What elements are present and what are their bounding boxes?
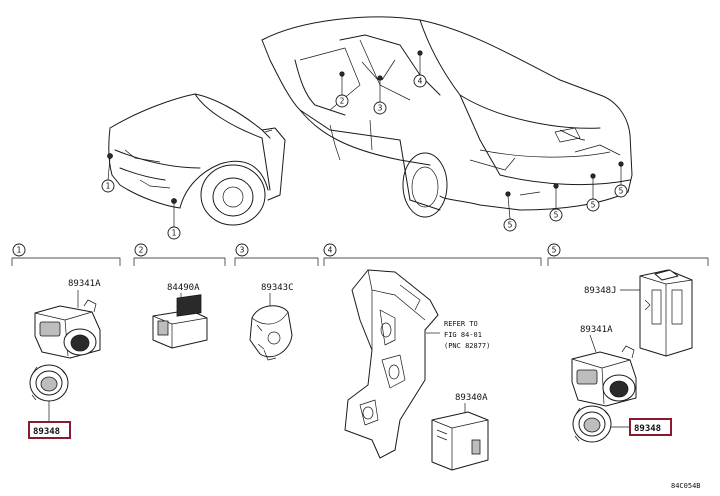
callout-5-d: 5	[619, 187, 624, 196]
diagram-code: 84C054B	[671, 482, 701, 490]
switch-illustration	[152, 294, 208, 349]
callout-5-a: 5	[508, 221, 513, 230]
section-4-number: 4	[328, 246, 333, 255]
label-89348-s1: 89348	[33, 427, 60, 437]
callout-5-b: 5	[554, 211, 559, 220]
label-84490A: 84490A	[167, 283, 200, 293]
car-callouts: 1 1 2 3 4 5 5 5 5	[101, 74, 628, 240]
label-89348-s5: 89348	[634, 424, 661, 434]
rear-car-illustration	[261, 16, 633, 220]
section-5-number: 5	[552, 246, 557, 255]
label-89340A: 89340A	[455, 393, 488, 403]
front-car-illustration	[107, 93, 286, 227]
section-2-parts: 84490A	[152, 283, 208, 349]
refer-note-line-2: FIG 84-01	[444, 331, 482, 339]
sensor-holder-illustration	[639, 269, 693, 357]
highlight-box-89348-s1	[28, 421, 71, 439]
section-4-parts: REFER TO FIG 84-01 (PNC 82877) 89340A	[344, 269, 490, 471]
section-5-parts: 89348J 89341A 8	[571, 269, 693, 443]
ecu-box-illustration	[431, 411, 489, 471]
section-headers: 1 2 3 4 5	[11, 243, 709, 266]
refer-note-line-3: (PNC 82877)	[444, 342, 490, 350]
callout-2: 2	[340, 97, 345, 106]
label-89343C: 89343C	[261, 283, 294, 293]
section-3-number: 3	[240, 246, 245, 255]
sensor-retainer-s5-illustration	[572, 405, 612, 443]
section-1-parts: 89341A 89348	[28, 279, 101, 439]
callout-1-front-left: 1	[106, 182, 111, 191]
parking-sensor-s5-illustration	[571, 345, 637, 407]
callout-1-front-bottom: 1	[172, 229, 177, 238]
label-89348J: 89348J	[584, 286, 617, 296]
highlight-box-89348-s5	[629, 418, 672, 436]
callout-4: 4	[418, 77, 423, 86]
section-2-number: 2	[139, 246, 144, 255]
callout-5-c: 5	[591, 201, 596, 210]
parking-sensor-illustration	[34, 299, 101, 359]
section-1-number: 1	[17, 246, 22, 255]
section-3-parts: 89343C	[249, 283, 294, 361]
refer-note-line-1: REFER TO	[444, 320, 478, 328]
sensor-retainer-illustration	[29, 364, 69, 402]
label-89341A-s5: 89341A	[580, 325, 613, 335]
bracket-illustration	[344, 269, 439, 459]
callout-3: 3	[378, 104, 383, 113]
control-module-illustration	[249, 305, 293, 361]
label-89341A-s1: 89341A	[68, 279, 101, 289]
